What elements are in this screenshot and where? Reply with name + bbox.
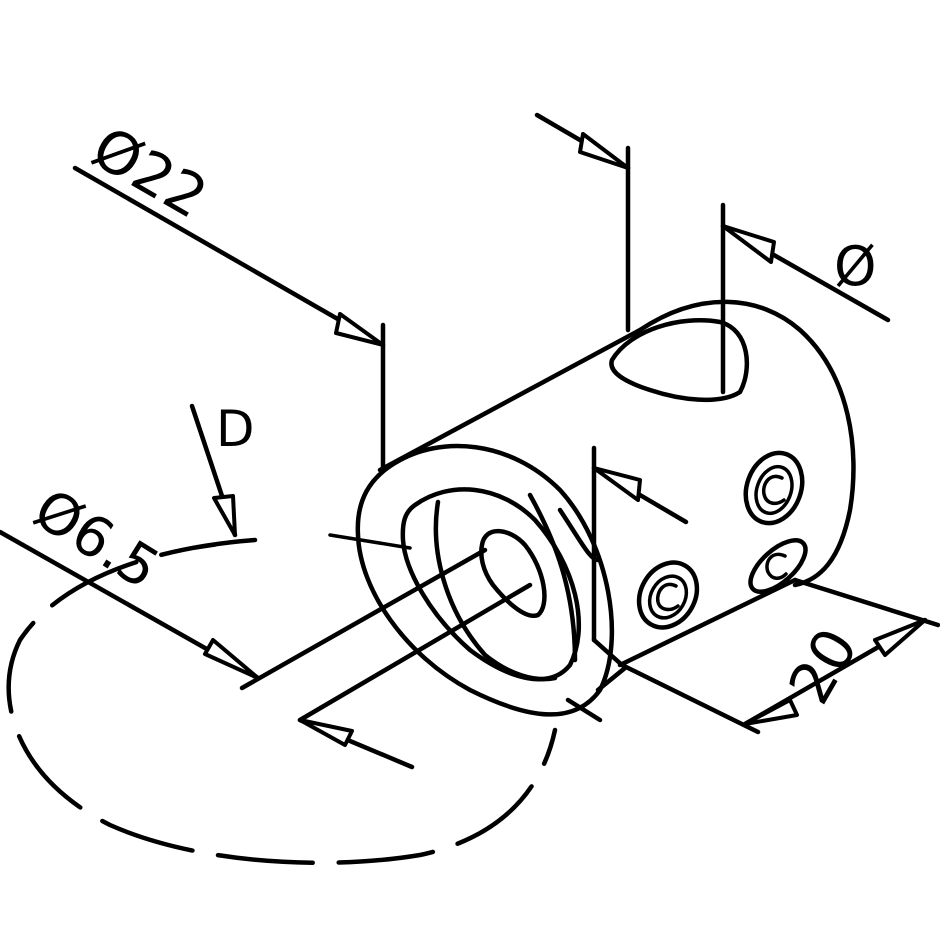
cross-hole-top [609,318,750,403]
dim-inner-marker [591,445,689,668]
label-detail-marker: D [216,400,255,458]
set-screw-upper [743,450,805,526]
label-cross-hole-diameter: Ø [834,235,877,298]
set-screw-lower-left [636,560,700,630]
tube-outline-dashed [6,533,558,866]
label-outer-diameter: Ø22 [81,113,218,232]
cylinder-body [355,299,856,723]
dim-cross-hole-diameter: Ø [534,112,891,395]
detail-marker-d: D [189,400,255,538]
dim-bore-diameter: Ø6.5 [0,477,533,770]
dim-length: 20 [619,577,940,735]
set-screw-lower-right [748,538,808,594]
label-bore-diameter: Ø6.5 [23,477,170,603]
